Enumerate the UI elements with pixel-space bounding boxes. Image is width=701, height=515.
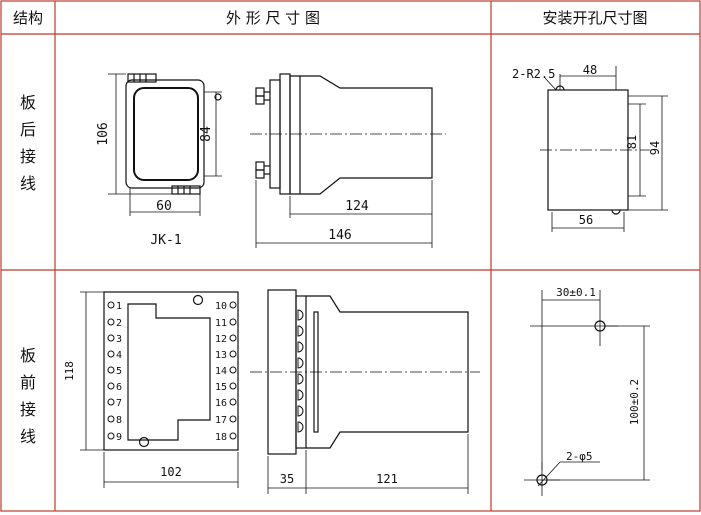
dim-depth-body: 124 (345, 199, 369, 214)
svg-text:板: 板 (20, 346, 36, 365)
terminal: 7 (107, 398, 122, 409)
terminal: 15 (215, 382, 237, 393)
terminal: 11 (215, 318, 237, 329)
svg-text:11: 11 (215, 318, 227, 329)
svg-text:5: 5 (116, 366, 122, 377)
terminal: 13 (215, 350, 237, 361)
svg-text:9: 9 (116, 432, 122, 443)
dim-front-flange: 35 (280, 472, 294, 486)
terminal: 14 (215, 366, 237, 377)
svg-text:8: 8 (116, 415, 122, 426)
dim-cutout-top-width: 48 (583, 63, 597, 77)
svg-text:6: 6 (116, 382, 122, 393)
terminal: 8 (107, 415, 122, 426)
rear-side-view (250, 73, 446, 248)
dim-cutout-bottom-width: 56 (579, 213, 593, 227)
terminals-left: 1 2 3 4 5 6 7 8 9 (107, 301, 122, 443)
terminal: 2 (107, 318, 122, 329)
svg-text:接: 接 (20, 147, 36, 166)
svg-text:17: 17 (215, 415, 227, 426)
svg-text:线: 线 (20, 174, 36, 193)
svg-text:接: 接 (20, 400, 36, 419)
svg-text:7: 7 (116, 398, 122, 409)
dim-width-front: 60 (156, 199, 172, 214)
dim-front-width: 102 (160, 465, 182, 479)
terminal: 9 (107, 432, 122, 443)
row-label-rear: 板 后 接 线 (20, 93, 36, 193)
dim-front-cutout-holes: 2-φ5 (566, 450, 593, 463)
terminal: 17 (215, 415, 237, 426)
dim-depth-total: 146 (328, 228, 351, 243)
terminal: 6 (107, 382, 122, 393)
terminal: 16 (215, 398, 237, 409)
front-face-view (80, 291, 239, 488)
terminal: 12 (215, 334, 237, 345)
svg-text:18: 18 (215, 432, 227, 443)
dim-front-cutout-width: 30±0.1 (556, 286, 596, 299)
terminal: 1 (107, 301, 122, 312)
dim-cutout-inner-height: 81 (625, 135, 639, 149)
svg-text:板: 板 (20, 93, 36, 112)
svg-text:13: 13 (215, 350, 227, 361)
terminal: 4 (107, 350, 122, 361)
svg-text:12: 12 (215, 334, 227, 345)
svg-text:1: 1 (116, 301, 122, 312)
svg-text:14: 14 (215, 366, 227, 377)
terminal: 10 (215, 301, 237, 312)
terminal: 5 (107, 366, 122, 377)
front-side-terminals (297, 309, 304, 433)
terminal: 18 (215, 432, 237, 443)
model-label: JK-1 (150, 233, 181, 248)
rear-cutout-view (540, 66, 668, 232)
svg-text:15: 15 (215, 382, 227, 393)
terminals-right: 10 11 12 13 14 15 16 17 18 (215, 301, 237, 443)
header-outline: 外 形 尺 寸 图 (226, 9, 320, 27)
dim-height-outer: 106 (96, 122, 111, 145)
svg-text:10: 10 (215, 301, 227, 312)
svg-text:3: 3 (116, 334, 122, 345)
dim-cutout-radius: 2-R2.5 (512, 67, 555, 81)
front-side-view (250, 289, 480, 494)
svg-text:线: 线 (20, 427, 36, 446)
svg-text:后: 后 (20, 120, 36, 139)
dim-front-body: 121 (376, 472, 398, 486)
front-cutout-view (524, 290, 650, 496)
row-label-front: 板 前 接 线 (20, 346, 36, 446)
dim-height-inner: 84 (199, 126, 214, 142)
terminal: 3 (107, 334, 122, 345)
rear-front-view (108, 73, 222, 216)
svg-text:2: 2 (116, 318, 122, 329)
svg-text:16: 16 (215, 398, 227, 409)
header-cutout: 安装开孔尺寸图 (542, 9, 647, 27)
header-structure: 结构 (13, 9, 43, 27)
svg-text:前: 前 (20, 373, 36, 392)
dim-cutout-outer-height: 94 (648, 141, 662, 155)
svg-text:4: 4 (116, 350, 122, 361)
dim-front-cutout-height: 100±0.2 (628, 379, 641, 425)
dim-front-height: 118 (63, 361, 76, 381)
